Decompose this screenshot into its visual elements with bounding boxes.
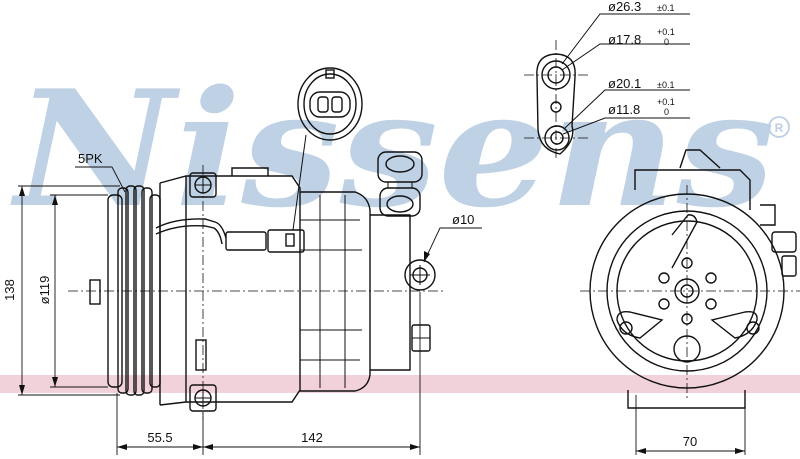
port-large-label: ø26.3 xyxy=(608,0,641,14)
port-flange-detail xyxy=(524,13,690,160)
svg-text:R: R xyxy=(775,121,784,135)
brand-watermark: Nissens xyxy=(10,55,775,243)
mount-hole-label: ø10 xyxy=(452,212,474,227)
port-small-inner-tol-lower: 0 xyxy=(664,107,669,117)
port-large-tolerance: ±0.1 xyxy=(657,3,674,13)
port-small-label: ø20.1 xyxy=(608,76,641,91)
pulley-diameter-label: ø119 xyxy=(37,276,52,305)
body-length-label: 142 xyxy=(301,430,323,445)
background-band xyxy=(0,375,800,393)
registered-mark: R xyxy=(768,116,790,138)
port-large-inner-tol-upper: +0.1 xyxy=(657,27,675,37)
depth-label: 70 xyxy=(683,434,697,449)
electrical-connector-detail xyxy=(297,67,363,141)
compressor-front-view xyxy=(580,149,800,409)
port-small-inner-label: ø11.8 xyxy=(608,102,640,117)
port-small-inner-tol-upper: +0.1 xyxy=(657,97,675,107)
port-small-tolerance: ±0.1 xyxy=(657,80,674,90)
dimension-lines xyxy=(18,166,746,455)
port-large-inner-tol-lower: 0 xyxy=(664,37,669,47)
height-dimension-label: 138 xyxy=(2,279,17,301)
pulley-offset-label: 55.5 xyxy=(147,430,172,445)
belt-type-label: 5PK xyxy=(78,151,103,166)
port-large-inner-label: ø17.8 xyxy=(608,32,641,47)
